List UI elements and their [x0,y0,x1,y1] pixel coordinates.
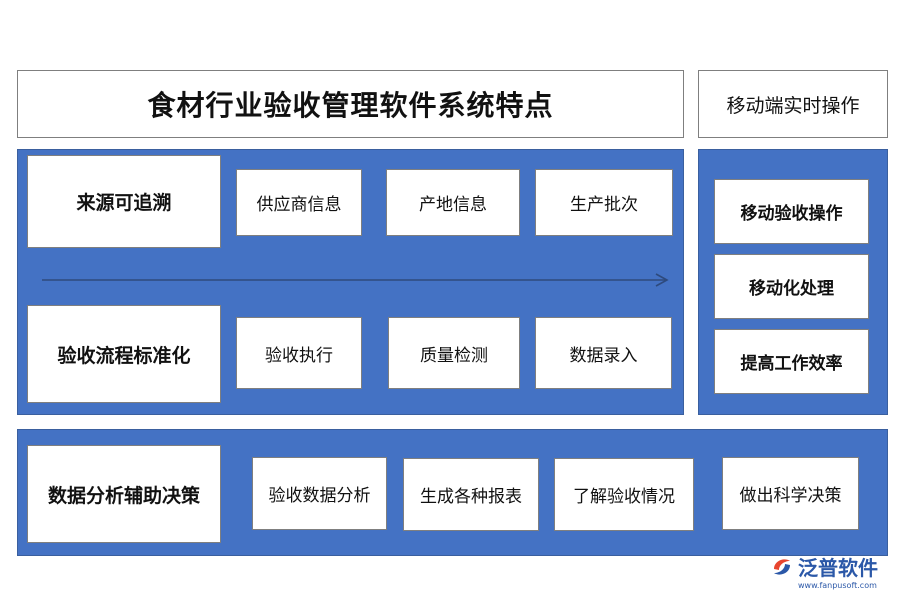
fanpu-logo-icon [774,558,790,575]
standardization-label-box: 验收流程标准化 [27,305,221,403]
origin-info-box: 产地信息 [386,169,520,236]
scientific-decision-box: 做出科学决策 [722,457,859,530]
quality-inspection-box: 质量检测 [388,317,520,389]
acceptance-execution-box: 验收执行 [236,317,362,389]
page-title: 食材行业验收管理软件系统特点 [17,70,684,138]
traceability-label-box: 来源可追溯 [27,155,221,248]
mobile-title-box: 移动端实时操作 [698,70,888,138]
logo-url: www.fanpusoft.com [798,581,877,590]
production-batch-box: 生产批次 [535,169,673,236]
mobile-processing-box: 移动化处理 [714,254,869,319]
mobile-acceptance-box: 移动验收操作 [714,179,869,244]
flow-arrow [42,273,669,287]
acceptance-data-analysis-box: 验收数据分析 [252,457,387,530]
supplier-info-box: 供应商信息 [236,169,362,236]
understand-acceptance-box: 了解验收情况 [554,458,694,531]
logo-name: 泛普软件 [798,556,878,580]
data-entry-box: 数据录入 [535,317,672,389]
efficiency-box: 提高工作效率 [714,329,869,394]
generate-reports-box: 生成各种报表 [403,458,539,531]
fanpu-logo: 泛普软件 www.fanpusoft.com [770,552,892,596]
analysis-label-box: 数据分析辅助决策 [27,445,221,543]
